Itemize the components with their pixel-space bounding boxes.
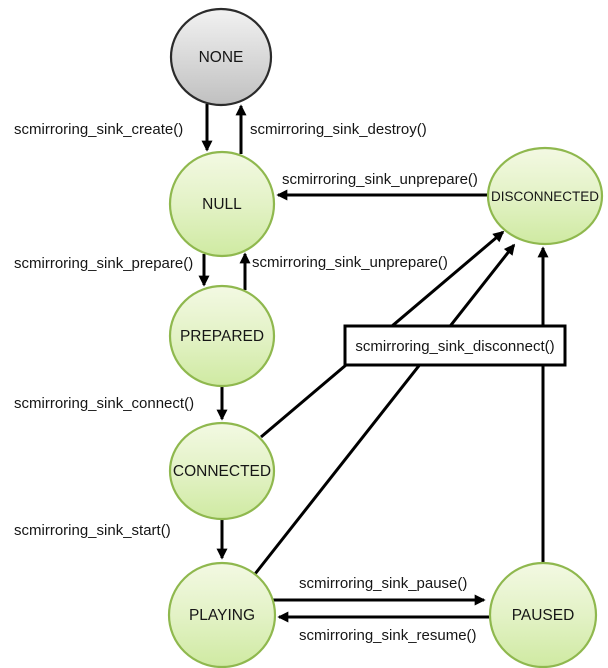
transition-resume-label: scmirroring_sink_resume() [299, 627, 477, 644]
transition-destroy-label: scmirroring_sink_destroy() [250, 121, 427, 138]
transition-unprepare-from-prepared-label: scmirroring_sink_unprepare() [252, 254, 448, 271]
state-connected: CONNECTED [168, 421, 276, 521]
transition-prepare-label: scmirroring_sink_prepare() [14, 255, 193, 272]
state-playing: PLAYING [167, 561, 277, 668]
state-null-shape [168, 150, 276, 258]
state-none-shape [169, 7, 273, 107]
state-paused-label: PAUSED [512, 607, 575, 624]
state-prepared-label: PREPARED [180, 328, 264, 345]
state-none: NONE [169, 7, 273, 107]
state-null: NULL [168, 150, 276, 258]
transition-start-label: scmirroring_sink_start() [14, 522, 171, 539]
state-disconnected-label: DISCONNECTED [491, 189, 599, 204]
state-connected-shape [168, 421, 276, 521]
disconnect-callout: scmirroring_sink_disconnect() [343, 324, 567, 367]
transition-disconnect-from-playing-arrow [253, 243, 516, 575]
state-playing-label: PLAYING [189, 607, 255, 624]
state-none-label: NONE [199, 49, 244, 66]
disconnect-callout-box [343, 324, 567, 367]
transition-create-label: scmirroring_sink_create() [14, 121, 183, 138]
state-disconnected-shape [486, 146, 604, 246]
state-playing-shape [167, 561, 277, 668]
transition-pause-label: scmirroring_sink_pause() [299, 575, 467, 592]
transition-connect-label: scmirroring_sink_connect() [14, 395, 194, 412]
state-null-label: NULL [202, 196, 242, 213]
state-prepared-shape [168, 284, 276, 388]
transition-disconnect-label: scmirroring_sink_disconnect() [355, 338, 554, 355]
state-connected-label: CONNECTED [173, 463, 271, 480]
transition-unprepare-from-disconnected-label: scmirroring_sink_unprepare() [282, 171, 478, 188]
state-disconnected: DISCONNECTED [486, 146, 604, 246]
state-prepared: PREPARED [168, 284, 276, 388]
state-paused-shape [488, 561, 598, 668]
state-paused: PAUSED [488, 561, 598, 668]
